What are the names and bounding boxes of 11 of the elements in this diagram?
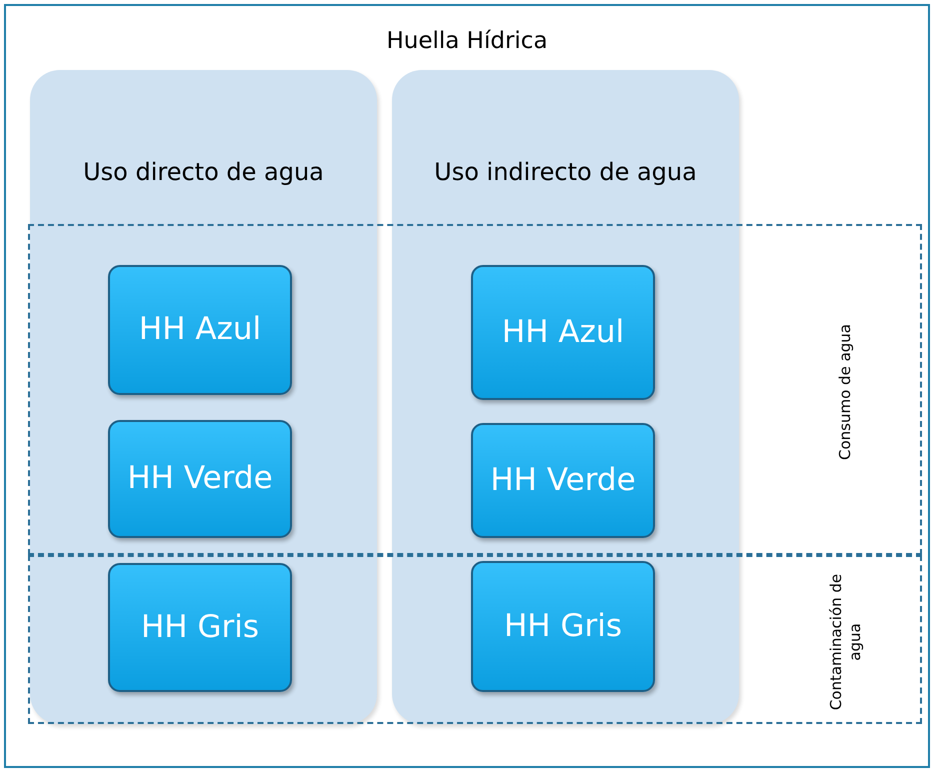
- footprint-box: HH Verde: [108, 420, 292, 538]
- footprint-box: HH Azul: [108, 265, 292, 395]
- band-label: Consumo de agua: [835, 322, 856, 462]
- band-label: Contaminación de agua: [826, 572, 865, 712]
- column-heading: Uso directo de agua: [82, 158, 325, 186]
- footprint-box: HH Verde: [471, 423, 655, 538]
- frame-heading: Huella Hídrica: [385, 28, 549, 54]
- footprint-box: HH Gris: [108, 563, 292, 692]
- footprint-box: HH Gris: [471, 561, 655, 692]
- column-heading: Uso indirecto de agua: [433, 158, 698, 186]
- footprint-box: HH Azul: [471, 265, 655, 400]
